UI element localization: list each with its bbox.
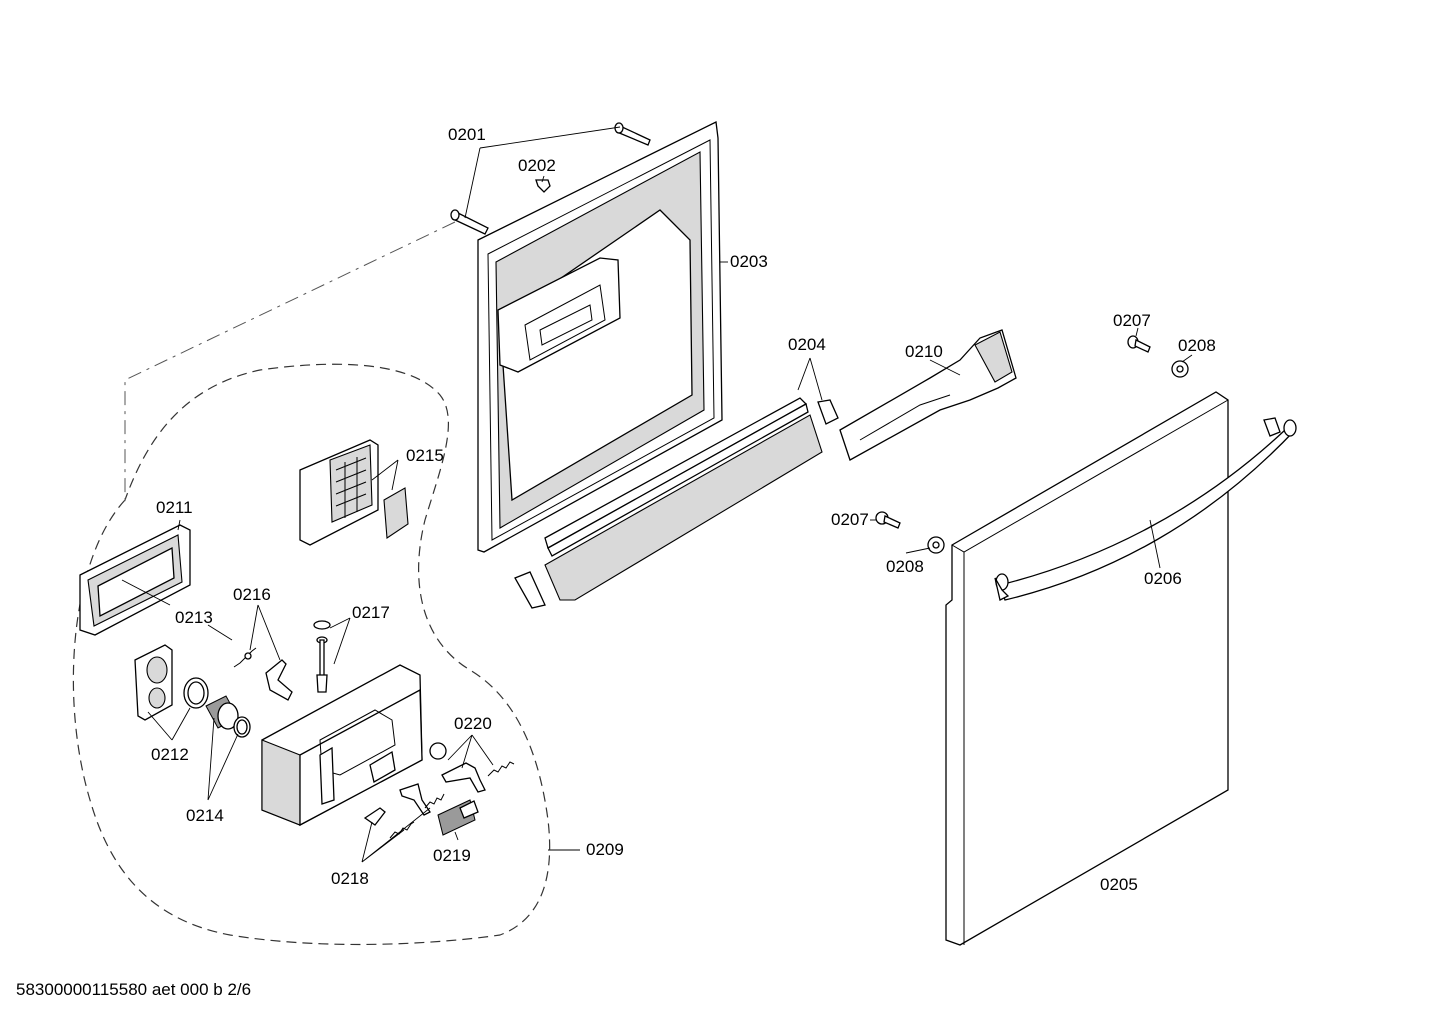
callout-0212: 0212 [151,745,189,764]
callout-0211: 0211 [156,498,193,517]
callout-0205: 0205 [1100,875,1138,894]
callout-0214: 0214 [186,806,224,825]
leader-lines [121,126,1193,863]
seal-strip-0204 [514,397,839,609]
washer-0208-upper [1171,360,1189,378]
clip-0218 [363,807,386,826]
projection-line [124,221,456,505]
callout-0203: 0203 [730,252,768,271]
ball-0220 [429,742,447,760]
document-footer: 58300000115580 aet 000 b 2/6 [16,980,252,999]
hinge-bracket-0210 [839,329,1017,461]
lever-0218-a [399,783,431,816]
lever-0216 [265,659,293,701]
door-front-panel-0205 [945,391,1229,946]
oring-0214 [233,716,251,738]
callout-0204: 0204 [788,335,826,354]
callout-0206: 0206 [1144,569,1182,588]
callout-0217: 0217 [352,603,390,622]
spring-0216 [233,647,257,668]
callout-0207-lower: 0207 [831,510,869,529]
clip-0202 [535,179,551,193]
handle-0206 [994,417,1297,601]
assembly-boundary-0209 [72,363,551,946]
pin-0217 [313,620,331,693]
callout-0209: 0209 [586,840,624,859]
callout-0220: 0220 [454,714,492,733]
callout-0216: 0216 [233,585,271,604]
callout-0215: 0215 [406,446,444,465]
callout-0202: 0202 [518,156,556,175]
switch-0219 [437,799,479,836]
callout-0210: 0210 [905,342,943,361]
knob-0214 [205,695,239,730]
knob-housing-0212 [134,644,173,721]
callout-0207-upper: 0207 [1113,311,1151,330]
lever-0220 [441,762,486,793]
callout-0208-upper: 0208 [1178,336,1216,355]
control-module-0209 [261,664,423,827]
spring-0218-b [424,793,445,809]
callout-0201: 0201 [448,125,486,144]
pad-0215 [383,487,409,539]
callout-0213: 0213 [175,608,213,627]
callout-0219: 0219 [433,846,471,865]
callout-0208-lower: 0208 [886,557,924,576]
spring-0220 [487,761,515,777]
screw-0207-lower [875,511,901,529]
spring-0218 [389,821,415,839]
callout-0218: 0218 [331,869,369,888]
ring-0213 [183,677,209,709]
vent-cover-0215 [299,439,379,546]
washer-0208-lower [927,536,945,554]
screw-0201-left [450,209,489,235]
screw-0207-upper [1127,335,1151,353]
screw-0201-top [614,122,651,146]
gasket-frame-0211 [79,524,191,636]
inner-door-panel-0203 [477,121,723,553]
